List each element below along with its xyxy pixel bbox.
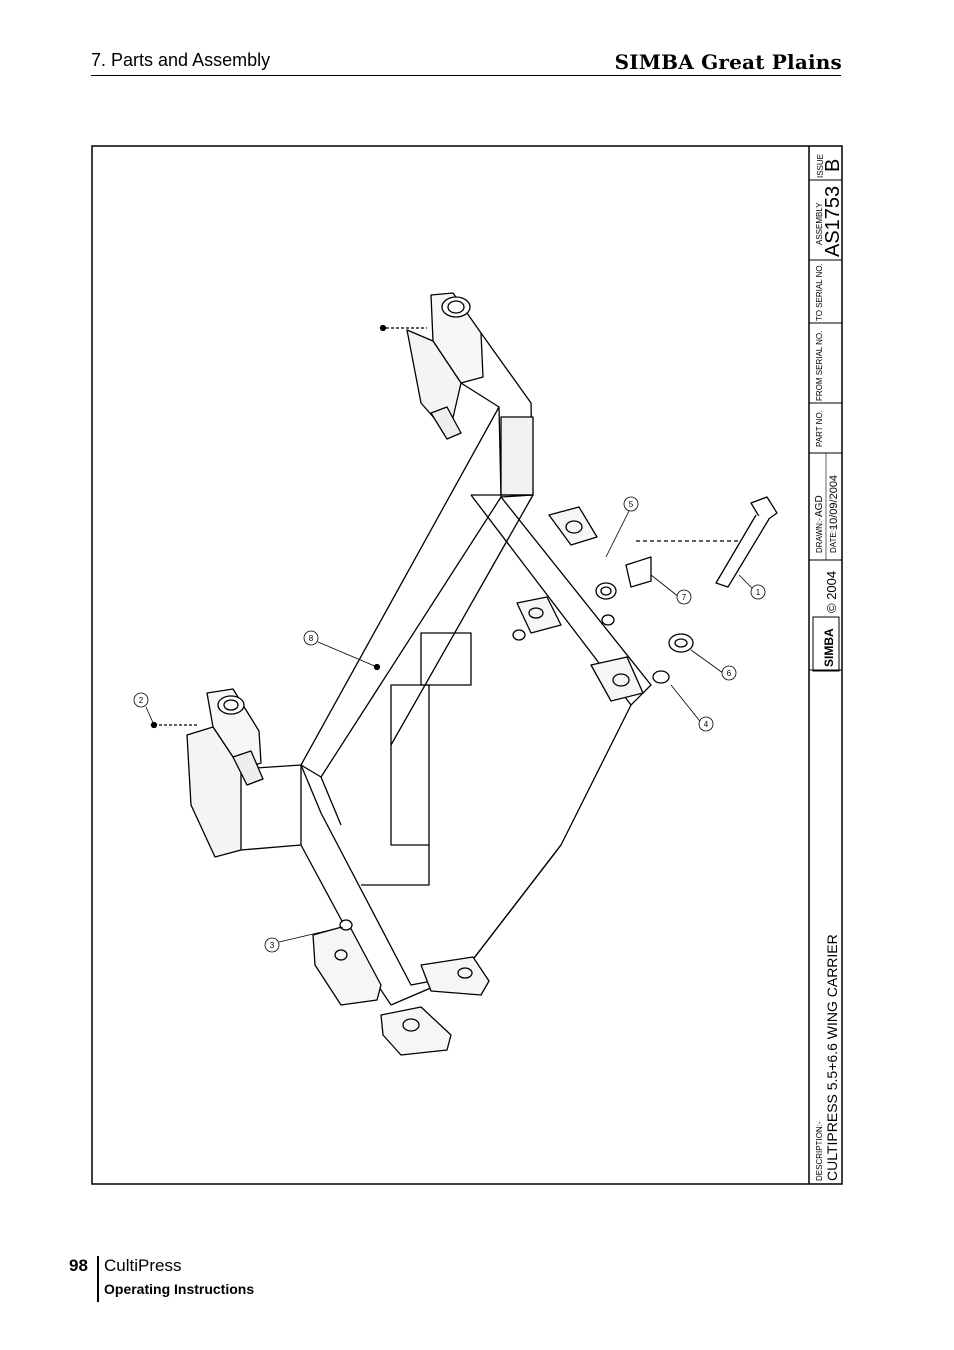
page-number: 98 bbox=[69, 1256, 88, 1275]
callout-7: 7 bbox=[676, 589, 692, 605]
svg-text:SIMBA: SIMBA bbox=[822, 628, 836, 667]
copyright: © 2004 bbox=[824, 571, 839, 613]
date-label: DATE:- bbox=[829, 527, 838, 553]
drawing-frame bbox=[91, 145, 843, 1185]
svg-text:6: 6 bbox=[727, 669, 732, 678]
technical-drawing: ISSUE B ASSEMBLY AS1753 TO SERIAL NO. FR… bbox=[91, 145, 843, 1185]
svg-text:8: 8 bbox=[309, 634, 314, 643]
svg-text:7: 7 bbox=[682, 593, 687, 602]
svg-text:2: 2 bbox=[139, 696, 144, 705]
section-title: 7. Parts and Assembly bbox=[91, 50, 271, 70]
date-value: 10/09/2004 bbox=[828, 475, 840, 530]
brand-logo: SIMBA Great Plains bbox=[614, 50, 842, 74]
callout-3: 3 bbox=[264, 937, 280, 953]
simba-logo: SIMBA bbox=[812, 616, 840, 672]
product-name: CultiPress bbox=[104, 1256, 182, 1275]
svg-text:5: 5 bbox=[629, 500, 634, 509]
from-serial-label: FROM SERIAL NO. bbox=[815, 331, 824, 401]
description-value: CULTIPRESS 5.5+6.6 WING CARRIER bbox=[824, 934, 840, 1181]
assembly-label: ASSEMBLY bbox=[815, 202, 824, 245]
callout-6: 6 bbox=[721, 665, 737, 681]
issue-label: ISSUE bbox=[816, 154, 825, 178]
callout-5: 5 bbox=[623, 496, 639, 512]
description-label: DESCRIPTION:- bbox=[815, 1121, 824, 1181]
manual-subtitle: Operating Instructions bbox=[104, 1281, 255, 1297]
drawn-label: DRAWN:- bbox=[815, 518, 824, 553]
drawn-value: AGD bbox=[814, 495, 825, 517]
part-no-label: PART NO. bbox=[815, 410, 824, 447]
svg-text:1: 1 bbox=[756, 588, 761, 597]
callout-1: 1 bbox=[750, 584, 766, 600]
wing-carrier-frame bbox=[150, 292, 778, 1056]
footer-divider bbox=[97, 1256, 99, 1302]
issue-value: B bbox=[822, 159, 843, 172]
header-rule bbox=[91, 75, 841, 76]
callout-4: 4 bbox=[698, 716, 714, 732]
assembly-value: AS1753 bbox=[822, 186, 843, 257]
callout-8: 8 bbox=[303, 630, 319, 646]
callout-2: 2 bbox=[133, 692, 149, 708]
svg-text:3: 3 bbox=[270, 941, 275, 950]
to-serial-label: TO SERIAL NO. bbox=[815, 263, 824, 321]
svg-text:4: 4 bbox=[704, 720, 709, 729]
